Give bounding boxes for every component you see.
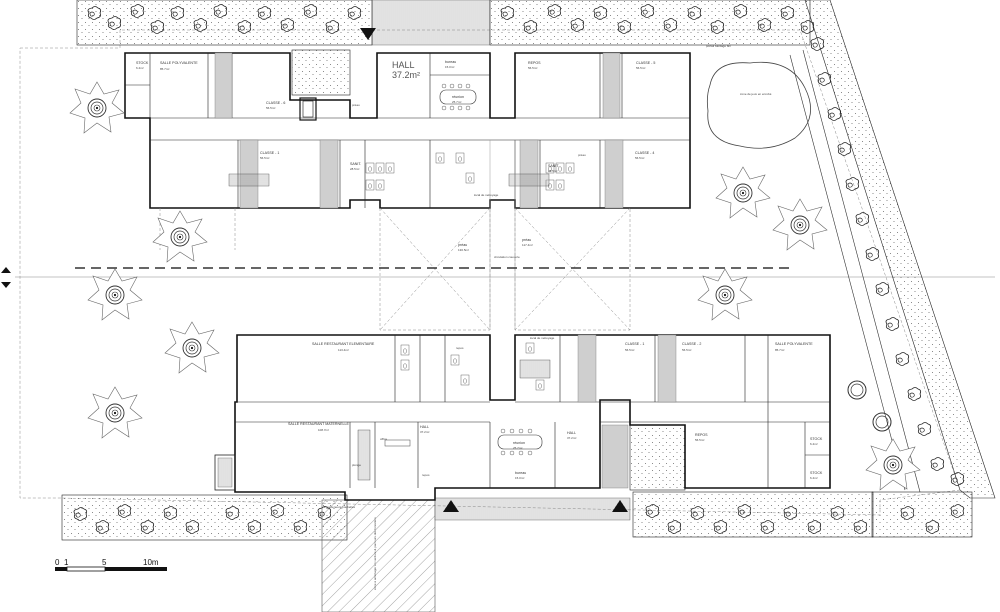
label-local-nettoyage: local de nettoyage (474, 193, 499, 197)
label-bureau-2-area: 15.0m² (515, 476, 524, 480)
scale-bar: 0 1 5 10m (55, 558, 167, 572)
entrance-arrow-icon (360, 28, 376, 40)
label-sanit-1-area: 28.5m² (350, 167, 359, 171)
label-hall-2-area: 37.2m² (420, 430, 429, 434)
label-sanit-2-area: 28.5m² (548, 169, 557, 173)
label-classe-4-area: 56.5m² (635, 156, 644, 160)
label-classe-5: CLASSE - 5 (636, 61, 655, 65)
label-bureau-1: bureau (445, 60, 456, 64)
label-preau-2-area: 117.4m² (522, 243, 533, 247)
label-circulation: circulation couverte (494, 255, 520, 259)
label-salle-poly-1: SALLE POLYVALENTE (160, 61, 198, 65)
scale-label-0: 0 (55, 558, 60, 567)
label-rest-elem: SALLE RESTAURANT ELEMENTAIRE (312, 342, 375, 346)
label-hall-2: HALL (420, 425, 429, 429)
label-classe-6-area: 56.5m² (266, 106, 275, 110)
label-plonge: plonge (352, 463, 361, 467)
label-repos-1: REPOS (528, 61, 541, 65)
label-salle-poly-2: SALLE POLYVALENTE (775, 342, 813, 346)
label-bureau-2: bureau (515, 471, 526, 475)
label-repos-small: repos (422, 473, 430, 477)
label-reunion-1: réunion (452, 95, 464, 99)
label-preau-2: préau (522, 238, 531, 242)
label-reunion-2-area: 25.7m² (513, 446, 522, 450)
label-classe-6: CLASSE - 6 (266, 101, 285, 105)
tree-icon (69, 81, 921, 491)
label-preau-1-area: 130.5m² (458, 248, 469, 252)
label-classe-1-b: CLASSE - 1 (625, 342, 644, 346)
label-portail: portail bardage 8m (706, 44, 732, 48)
label-hall-3: HALL (567, 431, 576, 435)
label-classe-1-area: 56.5m² (260, 156, 269, 160)
label-rest-elem-area: 113.4m² (338, 348, 349, 352)
label-repos-2: REPOS (695, 433, 708, 437)
label-stock-3-area: 6.4m² (810, 476, 818, 480)
label-stock-1: STOCK (136, 61, 149, 65)
central-preau (159, 140, 631, 331)
label-hall-main: HALL (392, 60, 415, 70)
label-local-poubelles: 2 conteneurs poubelles (324, 505, 356, 509)
entrance-arrow-icon (443, 500, 459, 512)
scale-label-10: 10m (143, 558, 159, 567)
label-classe-2: CLASSE - 2 (682, 342, 701, 346)
label-classe-1-b-area: 56.5m² (625, 348, 634, 352)
label-sanit-1: SANIT. (350, 162, 361, 166)
bottom-building (214, 334, 831, 501)
label-local-nettoyage-2: local de nettoyage (530, 336, 555, 340)
play-zone (706, 61, 812, 149)
label-repos-small-2: repos (456, 346, 464, 350)
label-hall-3-area: 37.2m² (567, 436, 576, 440)
label-zone-jeux: zone de jeux en enrobé (740, 92, 772, 96)
label-hall-main-area: 37.2m² (392, 70, 420, 80)
label-office: office (380, 437, 387, 441)
label-bureau-1-area: 15.0m² (445, 65, 454, 69)
entrance-arrow-icon (612, 500, 628, 512)
label-preau-1: préau (458, 243, 467, 247)
label-salle-poly-2-area: 85.7m² (775, 348, 784, 352)
scale-label-1: 1 (64, 558, 69, 567)
label-salle-poly-1-area: 85.7m² (160, 67, 169, 71)
label-patio: préau (352, 103, 360, 107)
label-zone-amenager: zone à aménager en verdure & parcours de… (373, 517, 377, 590)
label-stock-2-area: 6.4m² (810, 442, 818, 446)
label-stock-1-area: 6.4m² (136, 66, 144, 70)
label-classe-2-area: 56.5m² (682, 348, 691, 352)
scale-label-5: 5 (102, 558, 107, 567)
label-classe-1: CLASSE - 1 (260, 151, 279, 155)
label-stock-3: STOCK (810, 471, 823, 475)
top-building (124, 52, 691, 209)
label-rest-mat: SALLE RESTAURANT MATERNELLE (288, 422, 350, 426)
label-reunion-2: réunion (513, 441, 525, 445)
label-stock-2: STOCK (810, 437, 823, 441)
label-sanit-2: SANIT. (548, 164, 559, 168)
label-classe-5-area: 56.5m² (636, 66, 645, 70)
section-marker-icon (1, 267, 11, 288)
label-reunion-1-area: 25.7m² (452, 100, 461, 104)
label-classe-4: CLASSE - 4 (635, 151, 654, 155)
label-rest-mat-area: 108.7m² (318, 428, 329, 432)
label-repos-1-area: 56.5m² (528, 66, 537, 70)
label-preau-small: préau (578, 153, 586, 157)
label-repos-2-area: 56.5m² (695, 438, 704, 442)
